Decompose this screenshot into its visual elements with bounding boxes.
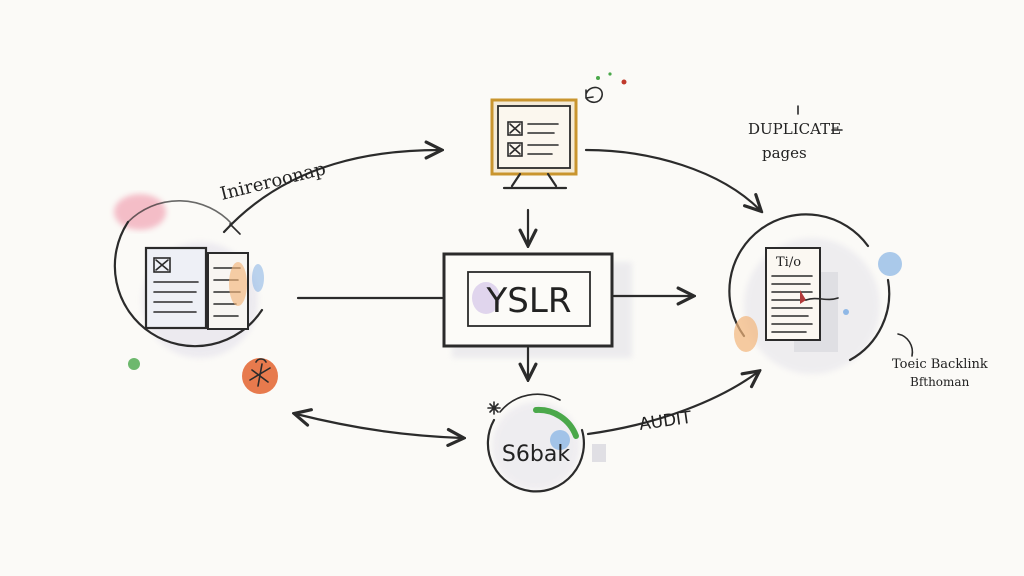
gauge-label: S⁠6bak — [502, 442, 570, 467]
blue-dot — [878, 252, 902, 276]
audit-label: AUDIT — [638, 408, 693, 435]
checkbox-icon-2 — [507, 142, 523, 157]
arrow-bug-gauge — [296, 414, 462, 438]
arrow-left-to-monitor — [222, 150, 440, 234]
blue-gauge-dot — [550, 430, 570, 450]
monitor-screen — [497, 105, 571, 169]
blue-dot-tiny — [843, 309, 849, 315]
report-lines — [771, 275, 813, 333]
bottom-right-label-line1: Toeic Backlink — [892, 357, 988, 372]
right-node-ring-lower — [848, 278, 891, 362]
center-box-label: YSLR — [486, 281, 572, 321]
left-document-node — [113, 194, 264, 370]
arrow-tick-left — [229, 223, 241, 235]
bottom-right-label-line2: Bfthoman — [910, 375, 970, 389]
arrow-right-callout — [897, 333, 914, 357]
grey-square — [592, 444, 606, 462]
report-page-title: Ti/o — [776, 255, 801, 270]
refresh-icon — [585, 86, 603, 104]
checkbox-x-icon-2 — [509, 144, 521, 155]
gauge-ring-top — [499, 393, 561, 413]
checkbox-icon — [507, 121, 523, 136]
right-report-node: Ti/o — [728, 213, 902, 374]
green-dot-small — [596, 76, 600, 80]
right-node-ring — [728, 213, 870, 338]
checkbox-x-icon — [509, 123, 521, 134]
green-dot-tiny — [608, 72, 612, 76]
monitor-stand — [502, 172, 568, 190]
arrow-gauge-to-right — [586, 372, 758, 436]
left-arrow-label: Inireroonap — [218, 158, 328, 204]
front-page — [144, 246, 208, 330]
checklist-monitor-icon — [490, 72, 627, 190]
image-x-icon — [155, 259, 169, 271]
bug-icon — [242, 358, 278, 394]
report-page-icon: Ti/o — [734, 247, 839, 352]
pen-mark-icon — [800, 290, 806, 304]
green-gauge-arc — [533, 406, 579, 439]
bug-legs — [249, 358, 271, 387]
connector-arrows — [222, 148, 914, 438]
left-node-ring-top — [127, 200, 233, 225]
document-stack-icon — [144, 246, 264, 330]
blue-paint — [252, 264, 264, 292]
top-right-dash — [797, 105, 843, 131]
top-right-label-line1: DUPLICATE — [748, 120, 841, 138]
checklist-lines — [527, 123, 559, 155]
top-right-label-line2: pages — [762, 144, 807, 162]
red-dot-small — [621, 79, 627, 85]
green-dot — [128, 358, 140, 370]
pen-squiggle — [805, 297, 839, 301]
center-box-inner — [467, 271, 591, 327]
arrow-monitor-to-right — [584, 148, 760, 210]
center-process-box: YSLR — [442, 252, 632, 358]
gauge-icon: S⁠6bak — [486, 393, 606, 493]
purple-paint — [472, 282, 500, 314]
sparkle-icon — [487, 401, 501, 415]
orange-paint-right — [734, 316, 758, 352]
gauge-ring — [486, 418, 585, 493]
orange-paint — [229, 262, 247, 306]
image-box-icon — [153, 257, 171, 273]
gauge-shadow — [492, 402, 580, 490]
text-lines — [153, 267, 241, 317]
center-box-outer — [442, 252, 614, 348]
left-node-ring — [113, 220, 264, 348]
